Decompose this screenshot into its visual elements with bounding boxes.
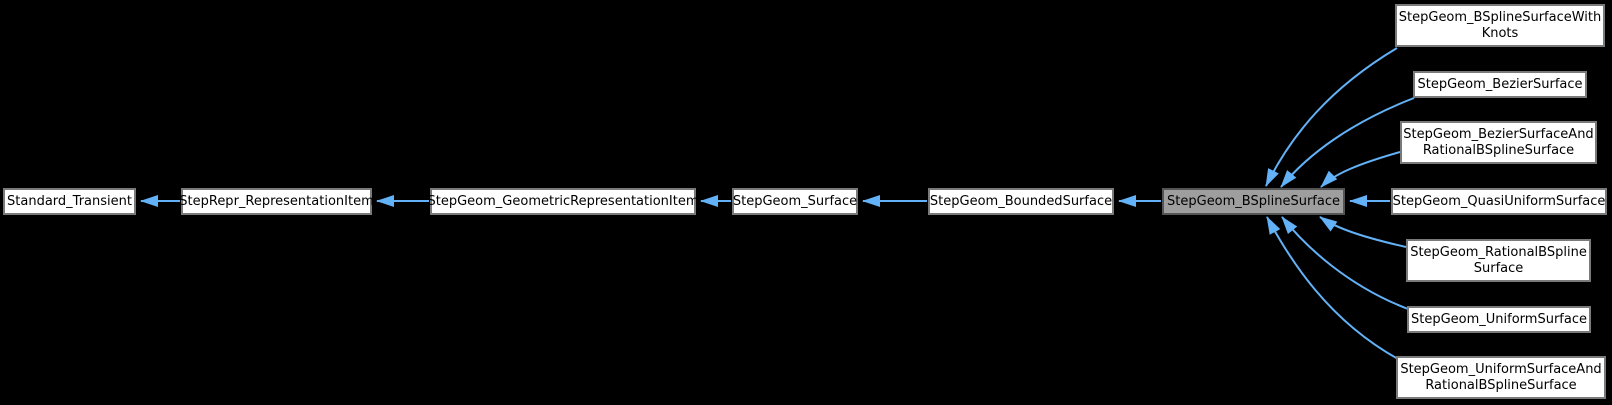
node-stepgeom-uniform-surface[interactable]: StepGeom_UniformSurface: [1407, 306, 1591, 333]
node-standard-transient[interactable]: Standard_Transient: [3, 188, 136, 215]
arrow-withknots-to-bspline: [1265, 47, 1398, 187]
arrow-rationalbspline-to-bspline: [1319, 216, 1407, 248]
node-stepgeom-bezier-surface[interactable]: StepGeom_BezierSurface: [1413, 71, 1587, 98]
node-steprepr-representation-item[interactable]: StepRepr_RepresentationItem: [179, 188, 374, 215]
arrow-bezierandrational-to-bspline: [1320, 151, 1401, 188]
node-stepgeom-surface[interactable]: StepGeom_Surface: [732, 188, 858, 215]
node-stepgeom-bounded-surface[interactable]: StepGeom_BoundedSurface: [928, 188, 1114, 215]
node-stepgeom-geometric-representation-item[interactable]: StepGeom_GeometricRepresentationItem: [428, 188, 699, 215]
arrow-bezier-to-bspline: [1280, 97, 1415, 188]
node-stepgeom-uniform-surface-and-rational-bspline-surface[interactable]: StepGeom_UniformSurfaceAnd RationalBSpli…: [1396, 356, 1606, 399]
node-stepgeom-bspline-surface: StepGeom_BSplineSurface: [1162, 188, 1345, 215]
node-stepgeom-bezier-surface-and-rational-bspline-surface[interactable]: StepGeom_BezierSurfaceAnd RationalBSplin…: [1400, 121, 1597, 164]
arrow-uniform-to-bspline: [1281, 216, 1409, 310]
node-stepgeom-rational-bspline-surface[interactable]: StepGeom_RationalBSpline Surface: [1406, 239, 1591, 282]
arrow-uniformandrational-to-bspline: [1266, 216, 1399, 360]
node-stepgeom-bspline-surface-with-knots[interactable]: StepGeom_BSplineSurfaceWith Knots: [1395, 4, 1605, 47]
node-stepgeom-quasi-uniform-surface[interactable]: StepGeom_QuasiUniformSurface: [1391, 188, 1607, 215]
